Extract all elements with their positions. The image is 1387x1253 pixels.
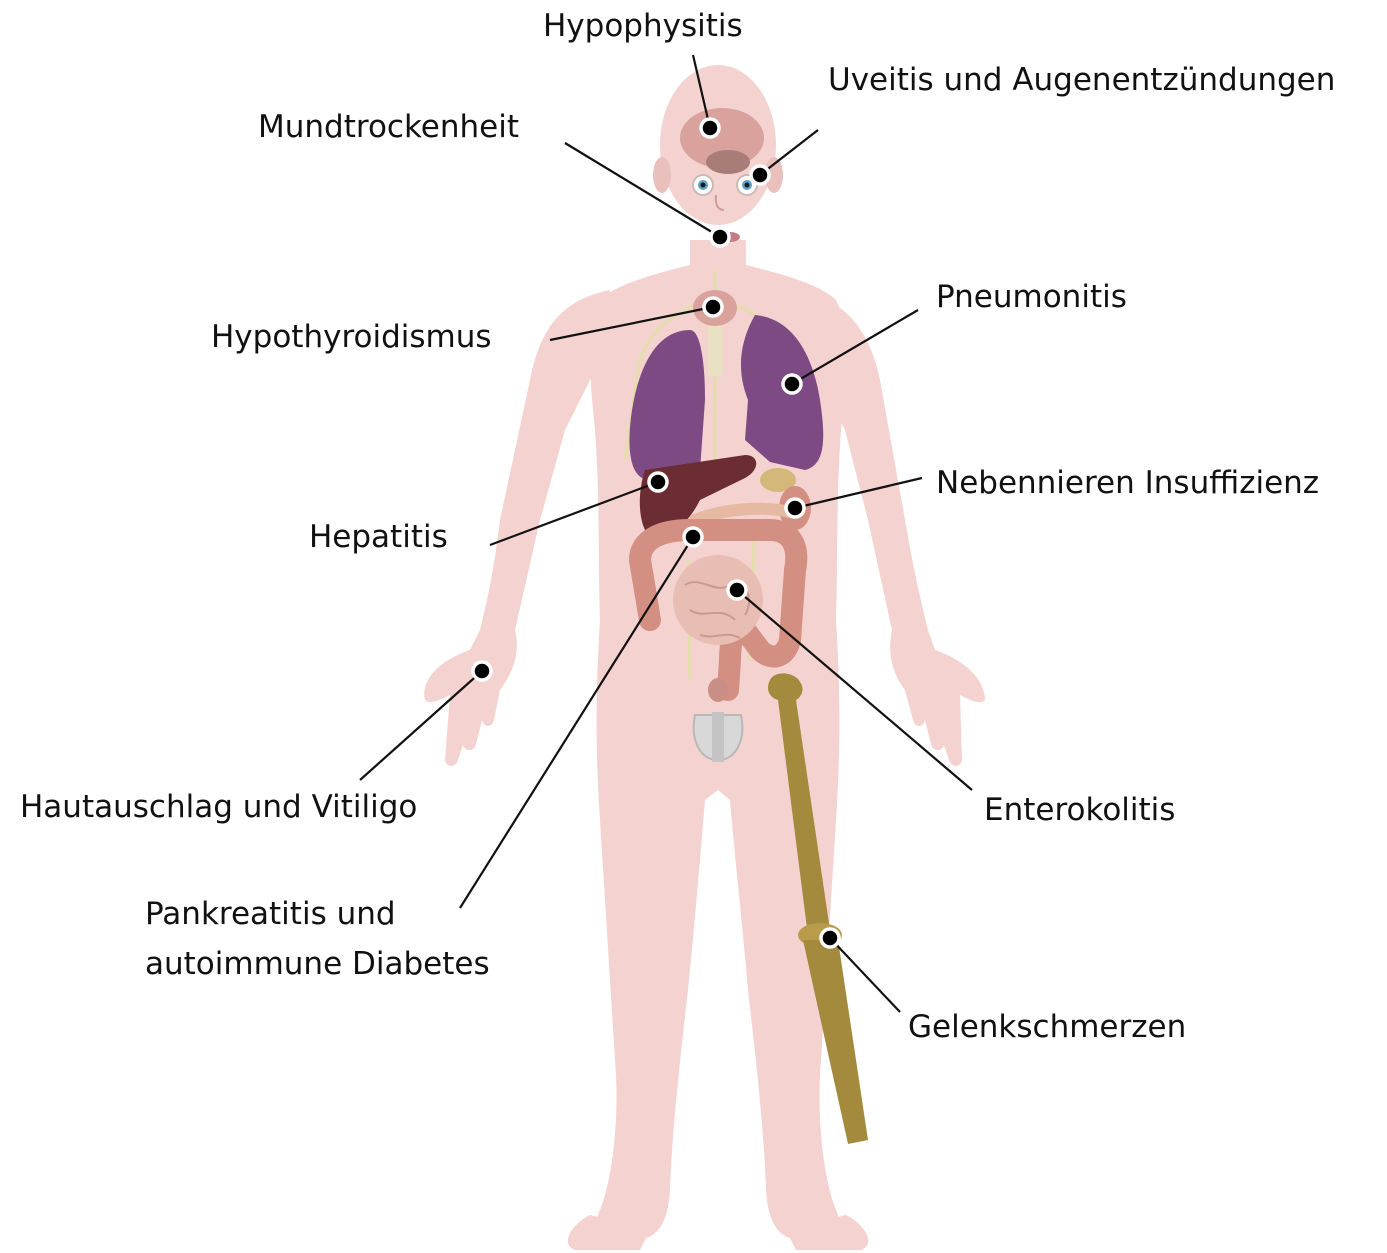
cerebellum	[706, 150, 750, 174]
label-hautausschlag: Hautauschlag und Vitiligo	[20, 789, 417, 825]
dot-mundtrockenheit	[711, 228, 729, 246]
dot-hautausschlag	[473, 662, 491, 680]
label-hypophysitis: Hypophysitis	[543, 8, 743, 44]
label-pankreatitis-line2: autoimmune Diabetes	[145, 946, 490, 982]
pelvis-center	[712, 712, 724, 762]
dot-pankreatitis	[684, 528, 702, 546]
dot-hypothyroidismus	[704, 298, 722, 316]
label-pneumonitis: Pneumonitis	[936, 279, 1127, 315]
dot-enterokolitis	[728, 581, 746, 599]
dot-hepatitis	[649, 473, 667, 491]
dot-uveitis	[751, 166, 769, 184]
right-pupil	[745, 183, 750, 188]
trachea	[708, 326, 722, 376]
dot-pneumonitis	[783, 375, 801, 393]
dot-hypophysitis	[701, 119, 719, 137]
left-ear	[653, 157, 671, 193]
label-hepatitis: Hepatitis	[309, 519, 448, 555]
label-uveitis: Uveitis und Augenentzündungen	[828, 62, 1335, 98]
bladder	[708, 678, 728, 702]
label-hypothyroidismus: Hypothyroidismus	[211, 319, 492, 355]
left-pupil	[701, 183, 706, 188]
label-mundtrockenheit: Mundtrockenheit	[258, 109, 519, 145]
label-pankreatitis-line1: Pankreatitis und	[145, 896, 396, 932]
left-arm	[424, 290, 610, 766]
dot-nebennieren	[786, 499, 804, 517]
label-nebennieren: Nebennieren Insuffizienz	[936, 465, 1319, 501]
body-silhouette	[424, 65, 985, 1250]
label-enterokolitis: Enterokolitis	[984, 792, 1175, 828]
label-gelenkschmerzen: Gelenkschmerzen	[908, 1009, 1186, 1045]
dot-gelenkschmerzen	[821, 929, 839, 947]
